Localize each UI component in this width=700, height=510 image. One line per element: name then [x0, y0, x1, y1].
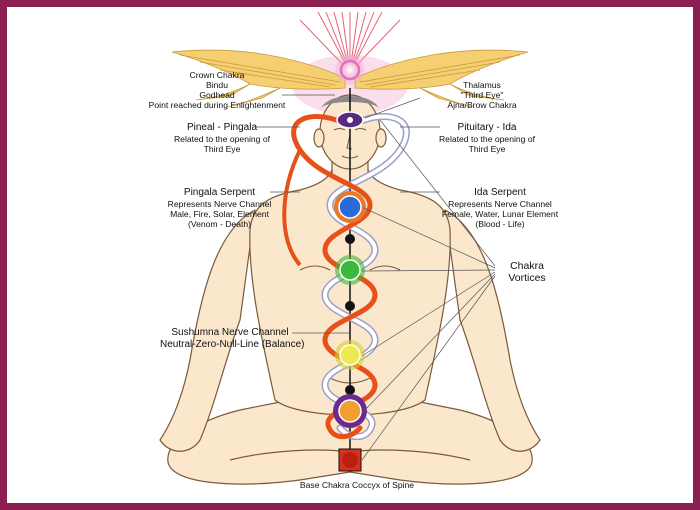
- left-wing: [171, 49, 346, 108]
- ida-serpent-label: Ida Serpent Represents Nerve Channel Fem…: [441, 187, 559, 229]
- pituitary-label: Pituitary - Ida Related to the opening o…: [438, 122, 536, 154]
- sushumna-label: Sushumna Nerve Channel Neutral-Zero-Null…: [160, 327, 305, 350]
- brow-chakra: [336, 111, 364, 129]
- solar-plexus-chakra: [335, 340, 365, 370]
- sacral-chakra: [333, 394, 367, 428]
- pineal-label: Pineal - Pingala Related to the opening …: [173, 122, 271, 154]
- pingala-serpent-label: Pingala Serpent Represents Nerve Channel…: [167, 187, 272, 229]
- chakra-diagram: [159, 11, 541, 485]
- thalamus-label: Thalamus "Third Eye" Ajna/Brow Chakra: [447, 80, 517, 110]
- heart-chakra: [335, 255, 365, 285]
- base-chakra-label: Base Chakra Coccyx of Spine: [299, 480, 415, 490]
- root-chakra: [338, 448, 362, 472]
- left-arm: [159, 209, 256, 452]
- spine-nodes: [345, 234, 355, 395]
- right-wing: [354, 49, 529, 108]
- crown-glow: [335, 55, 365, 85]
- crown-chakra: [339, 59, 361, 81]
- throat-chakra: [334, 191, 366, 223]
- crown-chakra-label: Crown Chakra Bindu Godhead Point reached…: [148, 70, 286, 110]
- diagram-frame: Crown Chakra Bindu Godhead Point reached…: [7, 7, 693, 503]
- chakra-vortices-label: Chakra Vortices: [508, 260, 546, 284]
- leader-lines: [255, 94, 496, 461]
